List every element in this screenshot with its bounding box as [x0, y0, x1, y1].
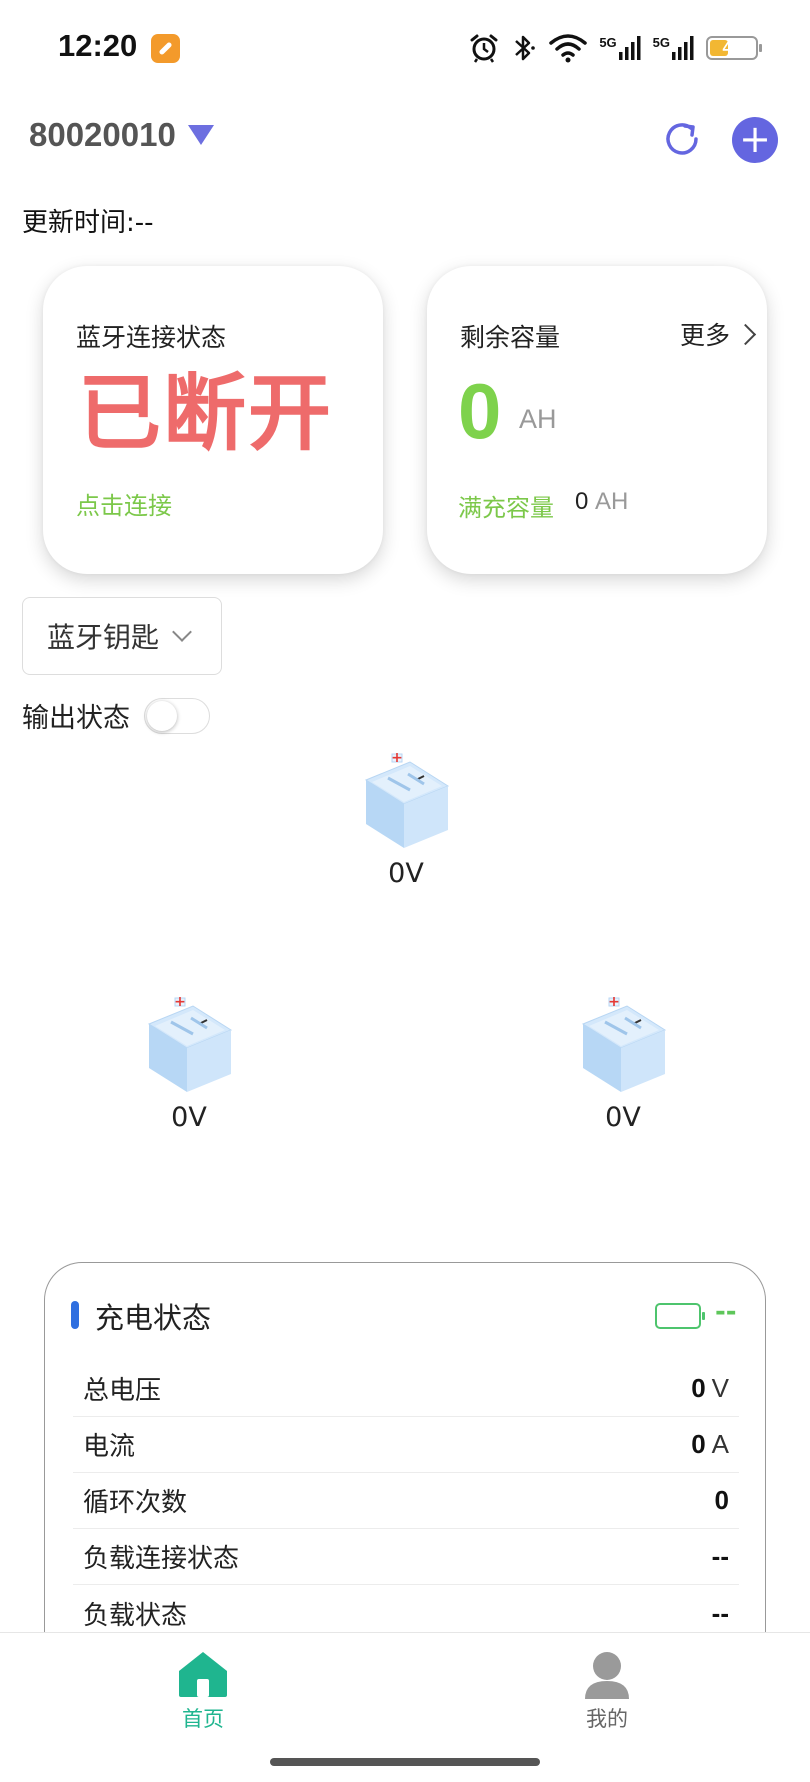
home-icon	[179, 1652, 227, 1697]
user-icon	[585, 1652, 629, 1699]
dropdown-triangle-icon	[187, 125, 214, 145]
row-value: 0	[691, 1373, 706, 1403]
toggle-knob	[147, 700, 177, 731]
car-battery-icon: +	[364, 752, 450, 848]
battery-top: + 0V	[351, 752, 461, 889]
svg-text:+: +	[608, 996, 620, 1010]
row-value: 0	[691, 1429, 706, 1459]
row-label: 总电压	[83, 1376, 162, 1406]
row-value: --	[711, 1597, 729, 1628]
nav-mine[interactable]: 我的	[547, 1649, 667, 1733]
remaining-capacity-unit: AH	[519, 404, 557, 434]
battery-level-text: 41	[722, 38, 742, 57]
chevron-right-icon	[734, 323, 757, 345]
charge-status-title: 充电状态	[95, 1301, 212, 1335]
bluetooth-status-card: 蓝牙连接状态 已断开 点击连接	[43, 266, 383, 574]
row-label: 电流	[83, 1432, 136, 1462]
row-value: --	[711, 1541, 729, 1571]
wifi-icon	[549, 34, 588, 63]
add-device-button[interactable]: +	[732, 117, 778, 163]
full-capacity-value: 0	[575, 488, 589, 515]
section-accent-bar	[71, 1301, 79, 1329]
connect-link[interactable]: 点击连接	[76, 492, 172, 520]
chevron-down-icon	[172, 622, 192, 642]
status-bar: 12:20 5G 5G 41	[0, 0, 810, 100]
status-icons: 5G 5G 41	[469, 30, 762, 66]
output-status-label: 输出状态	[22, 703, 130, 734]
row-unit: V	[711, 1373, 729, 1403]
svg-text:+: +	[174, 996, 186, 1010]
row-label: 负载连接状态	[83, 1544, 240, 1574]
bluetooth-status-text: 已断开	[78, 365, 333, 462]
app-notification-icon	[151, 34, 180, 63]
battery-left-voltage: 0V	[171, 1102, 207, 1133]
full-capacity-label: 满充容量	[458, 494, 554, 522]
row-label: 负载状态	[83, 1600, 188, 1631]
signal-icon: 5G	[599, 35, 641, 60]
refresh-button[interactable]	[661, 118, 703, 160]
nav-home-label: 首页	[182, 1707, 224, 1731]
bluetooth-icon	[515, 35, 536, 61]
battery-top-voltage: 0V	[388, 858, 424, 889]
table-row: 负载状态 --	[73, 1585, 739, 1641]
battery-level-fill	[710, 40, 729, 56]
nav-home[interactable]: 首页	[143, 1649, 263, 1733]
more-link[interactable]: 更多	[679, 316, 757, 352]
capacity-card-title: 剩余容量	[460, 323, 561, 352]
row-value: 0	[714, 1485, 729, 1515]
key-select-label: 蓝牙钥匙	[47, 621, 160, 654]
output-toggle[interactable]	[144, 697, 210, 734]
remaining-capacity-value: 0	[458, 367, 502, 455]
charge-battery-icon	[655, 1303, 705, 1329]
network-type-2: 5G	[652, 35, 670, 50]
car-battery-icon: +	[581, 996, 667, 1092]
car-battery-icon: +	[147, 996, 233, 1092]
row-label: 循环次数	[83, 1488, 188, 1518]
device-selector[interactable]: 80020010	[29, 116, 214, 154]
full-capacity-unit: AH	[595, 488, 629, 515]
table-row: 循环次数 0	[73, 1473, 739, 1529]
nav-mine-label: 我的	[586, 1707, 628, 1731]
network-type-1: 5G	[599, 35, 617, 50]
capacity-card: 剩余容量 更多 0 AH 满充容量 0 AH	[427, 266, 767, 574]
table-row: 负载连接状态 --	[73, 1529, 739, 1585]
more-label: 更多	[679, 321, 730, 350]
output-status-row: 输出状态	[22, 696, 210, 735]
charge-status-value: --	[715, 1297, 737, 1327]
row-unit: A	[711, 1429, 729, 1459]
bluetooth-card-title: 蓝牙连接状态	[76, 323, 227, 352]
battery-right-voltage: 0V	[605, 1102, 641, 1133]
update-time: 更新时间:--	[22, 208, 154, 238]
bottom-nav: 首页 我的	[0, 1632, 810, 1782]
status-time: 12:20	[58, 28, 138, 63]
device-id: 80020010	[29, 116, 176, 153]
home-indicator	[270, 1758, 540, 1766]
svg-text:+: +	[391, 752, 403, 766]
add-icon: +	[739, 117, 771, 161]
alarm-icon	[470, 34, 498, 63]
battery-right: + 0V	[568, 996, 678, 1133]
signal-icon-2: 5G	[653, 36, 694, 60]
refresh-icon	[666, 123, 698, 155]
battery-left: + 0V	[134, 996, 244, 1133]
battery-icon: 41	[706, 36, 762, 60]
bluetooth-key-select[interactable]: 蓝牙钥匙	[22, 597, 222, 675]
